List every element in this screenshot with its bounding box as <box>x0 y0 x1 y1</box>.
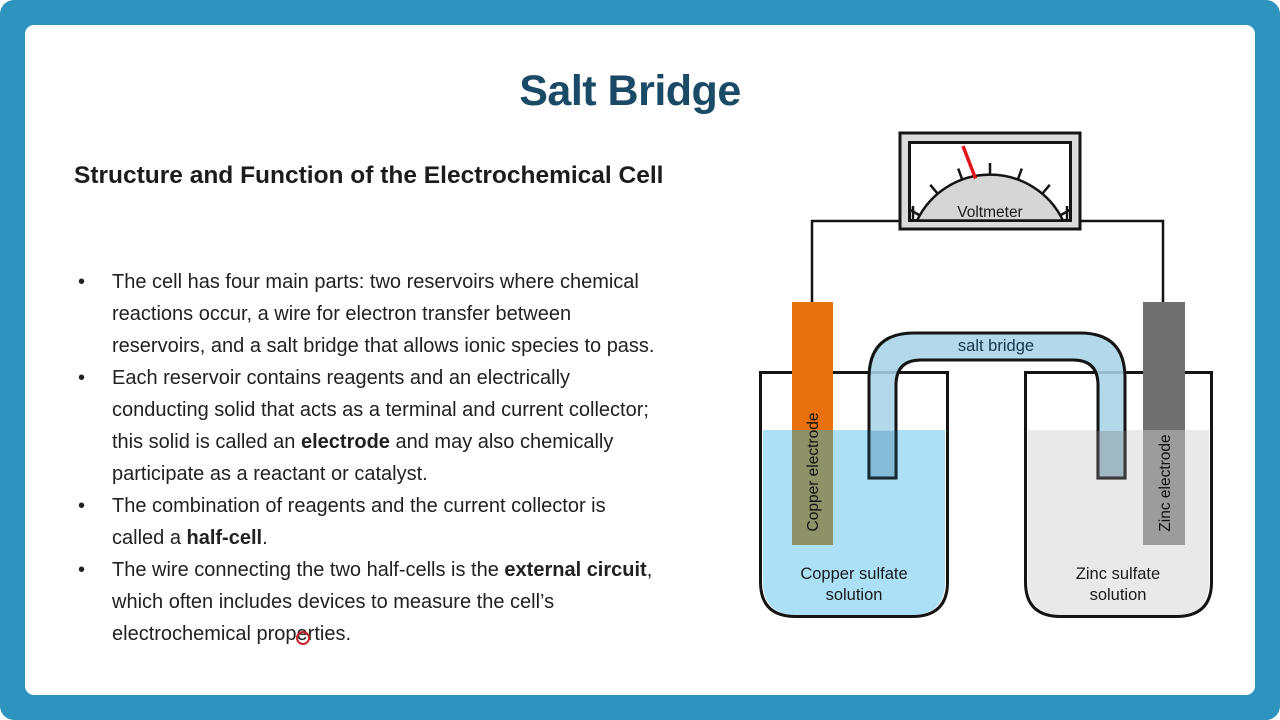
voltmeter-dial <box>915 173 1065 222</box>
copper-solution-label-line1: Copper sulfate <box>800 565 907 583</box>
copper-electrode-label: Copper electrode <box>805 413 822 532</box>
zinc-electrode <box>1143 302 1185 431</box>
salt-bridge-tube <box>867 331 1127 480</box>
slide-content: Salt Bridge Structure and Function of th… <box>25 25 1255 695</box>
copper-electrode <box>792 302 833 431</box>
page-title: Salt Bridge <box>519 67 741 115</box>
zinc-electrode-submerged <box>1143 430 1185 545</box>
bullet-item: Each reservoir contains reagents and an … <box>74 362 659 490</box>
right-wire <box>1080 219 1165 303</box>
bullet-item: The combination of reagents and the curr… <box>74 490 659 554</box>
electrochemical-cell-diagram: Voltmeter salt bridge Copper electrode Z… <box>759 131 1213 618</box>
zinc-solution-label-line1: Zinc sulfate <box>1076 565 1160 583</box>
salt-bridge-right-submerged-tint <box>1096 431 1127 479</box>
left-beaker <box>759 371 949 618</box>
zinc-solution-label-line2: solution <box>1090 586 1147 604</box>
salt-bridge-left-submerged-tint <box>867 431 898 479</box>
section-heading: Structure and Function of the Electroche… <box>74 162 664 189</box>
bullet-list: The cell has four main parts: two reserv… <box>74 266 659 650</box>
salt-bridge-label: salt bridge <box>958 337 1034 355</box>
bullet-item: The cell has four main parts: two reserv… <box>74 266 659 362</box>
voltmeter-needle <box>961 145 978 180</box>
zinc-electrode-label: Zinc electrode <box>1157 434 1174 531</box>
left-wire <box>810 219 900 303</box>
copper-electrode-submerged <box>792 430 833 545</box>
right-beaker <box>1024 371 1213 618</box>
voltmeter-scale-ticks <box>908 163 1072 217</box>
copper-solution-label-line2: solution <box>826 586 883 604</box>
voltmeter-label: Voltmeter <box>957 204 1022 221</box>
bullet-item: The wire connecting the two half-cells i… <box>74 554 659 650</box>
